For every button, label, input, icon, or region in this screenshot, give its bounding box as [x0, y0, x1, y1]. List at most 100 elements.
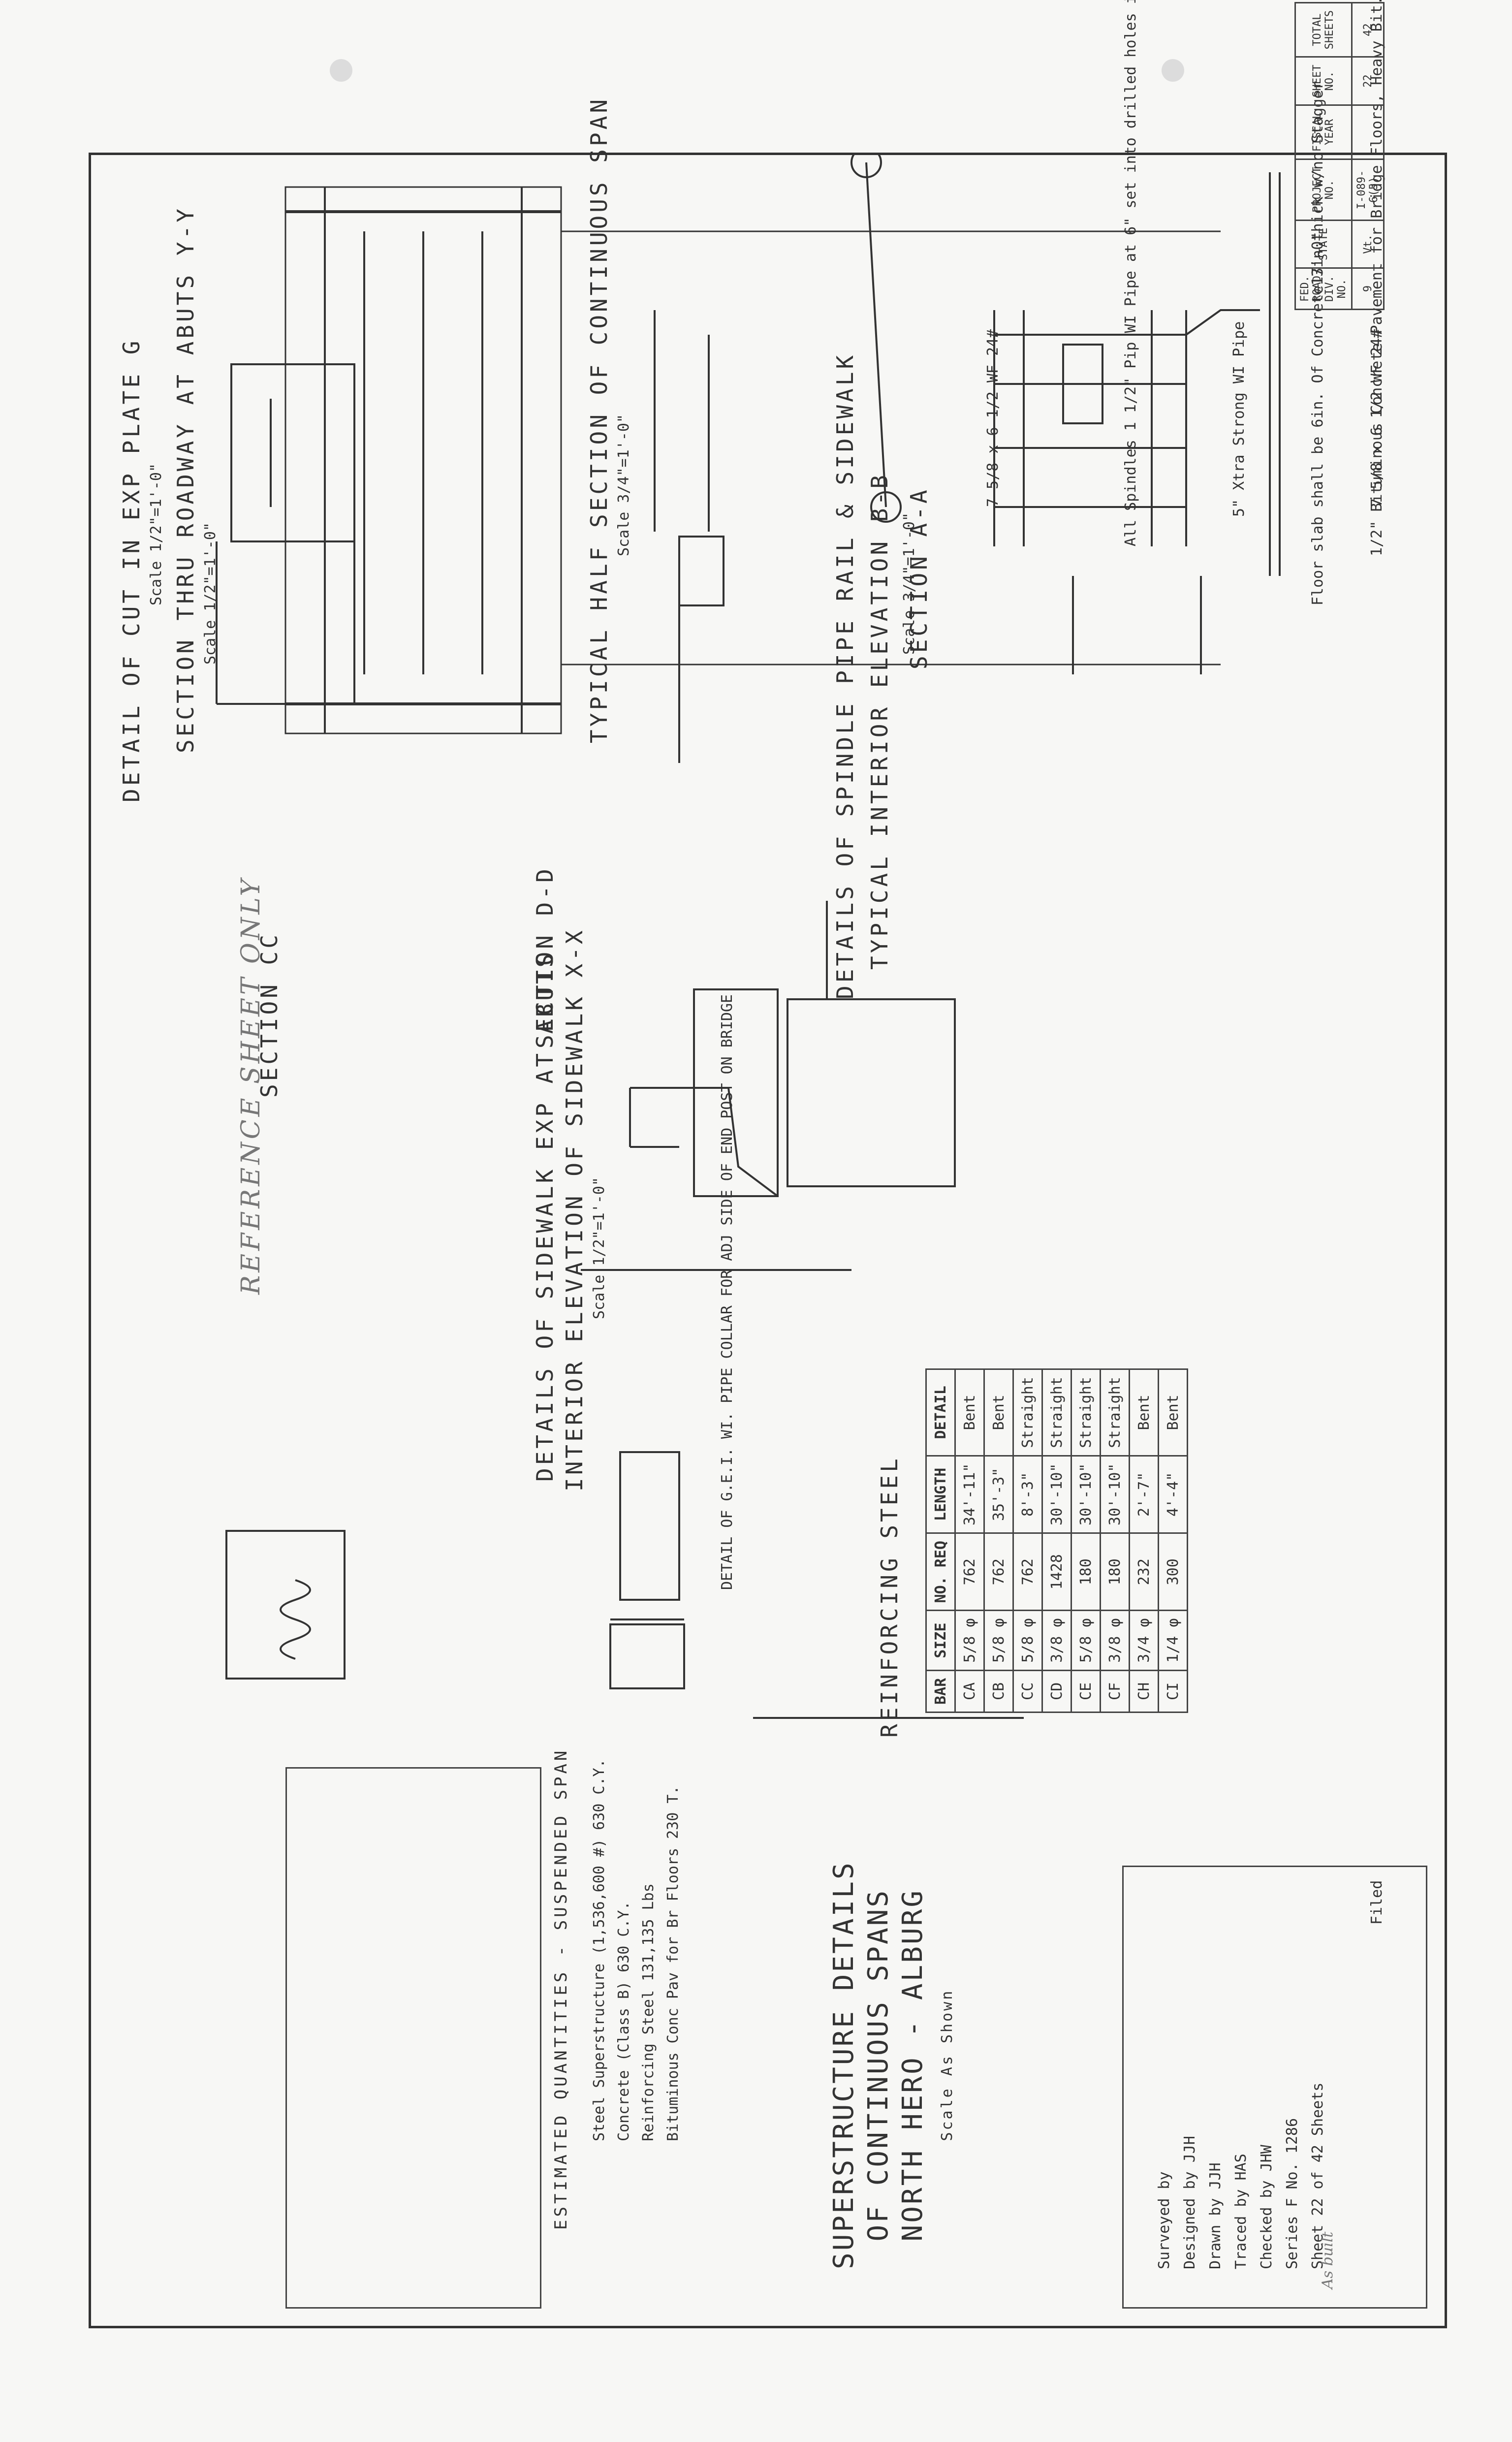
section-yy-title: SECTION THRU ROADWAY AT ABUTS Y-Y [172, 206, 199, 753]
cell: 3/8 φ [1100, 1611, 1130, 1671]
quantity-row: Reinforcing Steel 131,135 Lbs [640, 1883, 657, 2141]
header-value-row: 9 Vt. I-089-6(5) 22 42 [1352, 2, 1384, 310]
field-value: F No. 1286 [1284, 2118, 1301, 2207]
quantity-unit: C.Y. [591, 1759, 608, 1795]
quantity-value: 630 [591, 1803, 608, 1830]
field-label: Drawn by [1207, 2198, 1224, 2270]
title-field: Drawn by JJH [1203, 2083, 1228, 2269]
title-field: Traced by HAS [1228, 2083, 1254, 2269]
cell: 5/8 φ [1013, 1611, 1042, 1671]
reinforcing-title: REINFORCING STEEL [876, 1456, 903, 1738]
quantity-row: Bituminous Conc Pav for Br Floors 230 T. [664, 1786, 682, 2141]
section-yy-scale: Scale 1/2"=1'-0" [202, 522, 219, 665]
cell: 30'-10" [1071, 1456, 1101, 1533]
col-bar: BAR [926, 1670, 955, 1713]
wf-note: 7 5/8 x 6 1/2 WF 24# [984, 329, 1002, 507]
interior-xx-subtitle: DETAILS OF SIDEWALK EXP AT ABUTS [532, 951, 558, 1482]
quantities-box [285, 1767, 541, 2309]
punch-hole-left [330, 59, 352, 82]
quantity-row: Concrete (Class B) 630 C.Y. [615, 1901, 632, 2141]
header-value: 22 [1352, 57, 1384, 105]
field-label: Traced by [1232, 2189, 1250, 2269]
half-section-title: TYPICAL HALF SECTION OF CONTINUOUS SPAN [586, 96, 612, 743]
quantities-title: ESTIMATED QUANTITIES - SUSPENDED SPAN [551, 1747, 571, 2230]
cell: CE [1071, 1670, 1101, 1713]
cell: 3/8 φ [1042, 1611, 1071, 1671]
cell: 35'-3" [984, 1456, 1013, 1533]
cell: CA [955, 1670, 984, 1713]
section-dd-linework [581, 901, 956, 1271]
cell: 30'-10" [1100, 1456, 1130, 1533]
cell: 180 [1100, 1533, 1130, 1611]
field-value: JHW [1258, 2145, 1275, 2172]
cut-plate-scale: Scale 1/2"=1'-0" [148, 463, 165, 605]
header-value: 42 [1352, 2, 1384, 57]
end-post-note: 5" Xtra Strong WI Pipe [1230, 321, 1248, 517]
header-cell: FED. ROAD DIV. NO. [1295, 268, 1352, 310]
header-cell: FISCAL YEAR [1295, 105, 1352, 159]
sheet-header-table: FED. ROAD DIV. NO. STATE PROJECT NO. FIS… [1294, 2, 1385, 310]
section-yy-linework [216, 363, 355, 705]
quantity-value: 131,135 [640, 1919, 657, 1981]
cell: 4'-4" [1158, 1456, 1188, 1533]
half-section-linework [993, 172, 1281, 674]
cell: Straight [1013, 1369, 1042, 1456]
cell: CF [1100, 1670, 1130, 1713]
cell: CD [1042, 1670, 1071, 1713]
linework [216, 153, 1281, 1719]
cell: CH [1129, 1670, 1159, 1713]
table-row: CE 5/8 φ 180 30'-10" Straight [1071, 1369, 1101, 1713]
title-line: SUPERSTRUCTURE DETAILS [828, 1861, 860, 2269]
cell: 30'-10" [1042, 1456, 1071, 1533]
cell: Straight [1071, 1369, 1101, 1456]
wf-note-2: 7 5/8 x 6 1/2 WF 24# [1368, 329, 1386, 507]
cell: 1/4 φ [1158, 1611, 1188, 1671]
cell: Bent [1129, 1369, 1159, 1456]
field-value: JJH [1207, 2162, 1224, 2189]
quantity-value: 630 [615, 1945, 632, 1972]
table-row: CB 5/8 φ 762 35'-3" Bent [984, 1369, 1013, 1713]
header-cell: PROJECT NO. [1295, 159, 1352, 221]
table-row: CD 3/8 φ 1428 30'-10" Straight [1042, 1369, 1071, 1713]
cell: CC [1013, 1670, 1042, 1713]
cell: CI [1158, 1670, 1188, 1713]
interior-xx-linework [609, 1451, 1024, 1719]
cell: 34'-11" [955, 1456, 984, 1533]
cut-plate-linework [225, 1530, 346, 1680]
quantity-item: Bituminous Conc Pav for Br Floors [664, 1847, 682, 2141]
col-size: SIZE [926, 1611, 955, 1671]
cell: 300 [1158, 1533, 1188, 1611]
table-row: CC 5/8 φ 762 8'-3" Straight [1013, 1369, 1042, 1713]
reference-stamp: REFERENCE SHEET ONLY [236, 876, 266, 1295]
title-line: NORTH HERO - ALBURG [897, 1888, 929, 2242]
title-line: OF CONTINUOUS SPANS [862, 1888, 894, 2242]
cell: 5/8 φ [955, 1611, 984, 1671]
half-section-scale: Scale 3/4"=1'-0" [615, 414, 632, 556]
cell: 762 [984, 1533, 1013, 1611]
punch-hole-right [1162, 59, 1184, 82]
cell: 232 [1129, 1533, 1159, 1611]
field-value: 22 of 42 Sheets [1309, 2082, 1326, 2216]
cell: Straight [1042, 1369, 1071, 1456]
title-block-titles: SUPERSTRUCTURE DETAILS OF CONTINUOUS SPA… [827, 1861, 965, 2269]
table-row: CA 5/8 φ 762 34'-11" Bent [955, 1369, 984, 1713]
elevation-bb-title: TYPICAL INTERIOR ELEVATION B-B [866, 472, 893, 970]
cell: 180 [1071, 1533, 1101, 1611]
drawing-border [89, 153, 1447, 2328]
quantity-item: Steel Superstructure (1,536,600 #) [591, 1839, 608, 2141]
quantity-unit: C.Y. [615, 1901, 632, 1937]
title-field: Checked by JHW [1254, 2083, 1280, 2269]
header-label-row: FED. ROAD DIV. NO. STATE PROJECT NO. FIS… [1295, 2, 1352, 310]
cut-plate-title: DETAIL OF CUT IN EXP PLATE G [118, 338, 145, 802]
cell: 5/8 φ [1071, 1611, 1101, 1671]
field-label: Surveyed by [1156, 2171, 1173, 2269]
table-row: CH 3/4 φ 232 2'-7" Bent [1129, 1369, 1159, 1713]
quantity-item: Concrete (Class B) [615, 1981, 632, 2141]
cell: 762 [955, 1533, 984, 1611]
cell: CB [984, 1670, 1013, 1713]
cell: Bent [1158, 1369, 1188, 1456]
table-row: CI 1/4 φ 300 4'-4" Bent [1158, 1369, 1188, 1713]
field-label: Series [1284, 2216, 1301, 2269]
quantity-unit: T. [664, 1785, 682, 1804]
title-field: Series F No. 1286 [1280, 2083, 1305, 2269]
